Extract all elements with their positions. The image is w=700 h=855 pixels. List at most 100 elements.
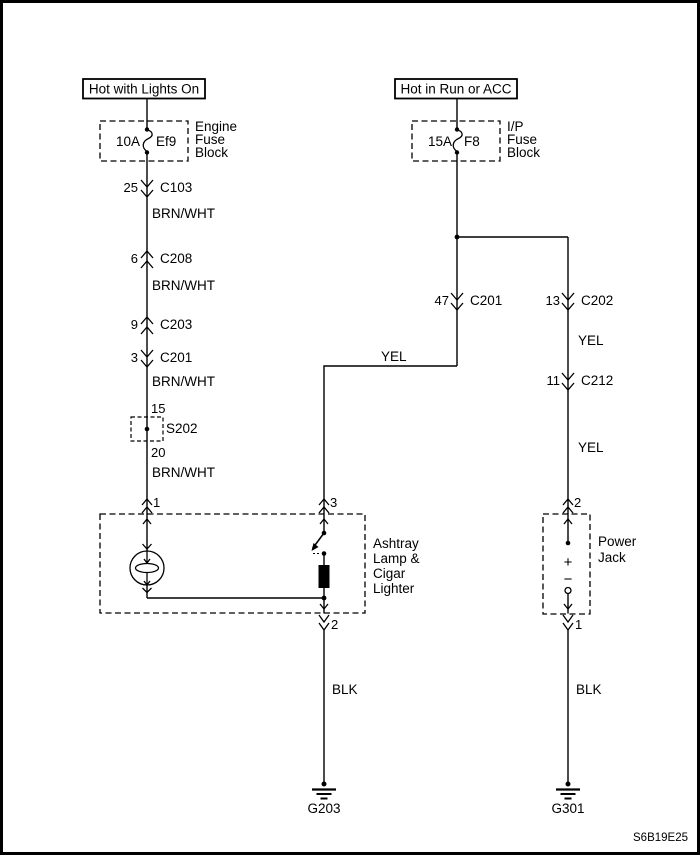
connector-arrow-icon	[450, 292, 464, 301]
wire-color-yel-right-2: YEL	[578, 440, 604, 455]
power-source-left-label: Hot with Lights On	[89, 82, 199, 97]
ashtray-label-line1: Ashtray	[373, 536, 419, 551]
pin-chevron-icon	[318, 505, 330, 514]
connector-c103-name: C103	[160, 180, 192, 195]
pin-1-lamp-number: 1	[153, 495, 160, 510]
fuse-right-element	[452, 129, 463, 153]
wire-color-brnwht-1: BRN/WHT	[152, 206, 215, 221]
power-source-left: Hot with Lights On	[82, 78, 206, 100]
pin-1-jack-number: 1	[575, 617, 582, 632]
connector-chevron-icon	[561, 302, 575, 311]
wire-color-blk-left: BLK	[332, 682, 358, 697]
heater-element-icon	[318, 565, 330, 588]
exit-arrow-icon	[319, 603, 329, 611]
pin-2-jack-number: 2	[574, 495, 581, 510]
pin-chevron-icon	[562, 497, 574, 506]
connector-chevron-icon	[140, 326, 154, 335]
connector-chevron-icon	[450, 302, 464, 311]
connector-arrow-icon	[561, 292, 575, 301]
connector-chevron-icon	[140, 260, 154, 269]
pin-chevron-icon	[562, 622, 574, 632]
connector-c201-left: 3 C201	[131, 349, 192, 368]
fuse-left-block-line2: Fuse	[195, 132, 225, 147]
connector-c201-middle-name: C201	[470, 293, 502, 308]
fuse-left-rating: 10A	[116, 134, 140, 149]
pin-chevron-icon	[318, 497, 330, 506]
wire-color-brnwht-3: BRN/WHT	[152, 374, 215, 389]
power-jack-box	[542, 513, 591, 615]
connector-c201-left-name: C201	[160, 350, 192, 365]
connector-c103-pin: 25	[124, 180, 138, 195]
connector-c201-middle: 47 C201	[435, 292, 502, 311]
connector-c201-left-pin: 3	[131, 350, 138, 365]
fuse-right-block-line3: Block	[507, 145, 540, 160]
power-jack-label-line1: Power	[598, 534, 637, 549]
ground-g301: G301	[551, 781, 585, 816]
diagram-code: S6B19E25	[633, 832, 688, 844]
power-source-left-box	[82, 78, 206, 100]
connector-c202-pin: 13	[546, 293, 560, 308]
connector-c203: 9 C203	[131, 316, 192, 335]
ground-g301-label: G301	[551, 801, 584, 816]
fuse-left-terminal-top	[144, 127, 150, 132]
jack-minus-symbol: −	[564, 571, 573, 588]
connector-arrow-icon	[561, 372, 575, 381]
splice-s202-name: S202	[166, 421, 198, 436]
splice-s202-box	[130, 416, 164, 442]
fuse-block-engine: 10A Ef9 Engine Fuse Block	[99, 119, 237, 162]
exit-arrow-icon	[563, 603, 573, 611]
pin-chevron-icon	[141, 505, 153, 514]
fuse-right-terminal-top	[454, 127, 460, 132]
power-jack: + − Power Jack	[542, 513, 637, 615]
pin-chevron-icon	[318, 622, 330, 632]
ashtray-label-line3: Cigar	[373, 566, 406, 581]
pin-chevron-icon	[141, 497, 153, 506]
ashtray-label-line4: Lighter	[373, 581, 415, 596]
entry-arrow-icon	[319, 517, 329, 525]
pin-2-jack: 2	[562, 495, 581, 514]
ip-fuse-block-box	[411, 120, 501, 162]
fuse-left-element	[142, 129, 153, 153]
splice-s202-pin-top: 15	[151, 401, 165, 416]
fuse-block-ip: 15A F8 I/P Fuse Block	[411, 119, 540, 162]
connector-c103: 25 C103	[124, 179, 192, 198]
ground-g203: G203	[307, 781, 341, 816]
switch-blade-arrow-icon	[311, 543, 319, 551]
ashtray-label-line2: Lamp &	[373, 551, 420, 566]
connector-arrow-icon	[140, 349, 154, 358]
entry-arrow-icon	[142, 517, 152, 525]
connector-c208-name: C208	[160, 251, 192, 266]
pin-chevron-icon	[562, 505, 574, 514]
lighter-junction-dot	[321, 595, 327, 601]
splice-s202-dot	[144, 426, 150, 432]
fuse-right-block-line1: I/P	[507, 119, 524, 134]
wire-color-brnwht-4: BRN/WHT	[152, 465, 215, 480]
connector-c203-name: C203	[160, 317, 192, 332]
fuse-right-block-line2: Fuse	[507, 132, 537, 147]
wire-color-brnwht-2: BRN/WHT	[152, 278, 215, 293]
splice-s202: 15 S202 20	[130, 401, 198, 460]
connector-arrow-icon	[140, 316, 154, 325]
pin-chevron-icon	[318, 614, 330, 624]
fuse-right-rating: 15A	[428, 134, 452, 149]
lamp-filament-icon	[134, 562, 160, 574]
connector-c208: 6 C208	[131, 250, 192, 269]
ground-dot	[565, 781, 571, 787]
connector-chevron-icon	[140, 189, 154, 198]
fuse-left-block-line1: Engine	[195, 119, 237, 134]
power-jack-label-line2: Jack	[598, 550, 626, 565]
connector-chevron-icon	[561, 382, 575, 391]
engine-fuse-block-box	[99, 120, 189, 162]
wire-color-yel-right-1: YEL	[578, 333, 604, 348]
connector-c202-name: C202	[581, 293, 613, 308]
jack-minus-contact-icon	[564, 586, 572, 595]
pin-chevron-icon	[562, 614, 574, 624]
wire-yel-to-lighter	[323, 365, 457, 514]
wire-color-yel-middle: YEL	[381, 349, 407, 364]
power-source-right-label: Hot in Run or ACC	[400, 82, 511, 97]
wire-color-blk-right: BLK	[576, 682, 602, 697]
pin-1-lamp: 1	[141, 495, 160, 514]
pin-2-lighter-number: 2	[331, 617, 338, 632]
